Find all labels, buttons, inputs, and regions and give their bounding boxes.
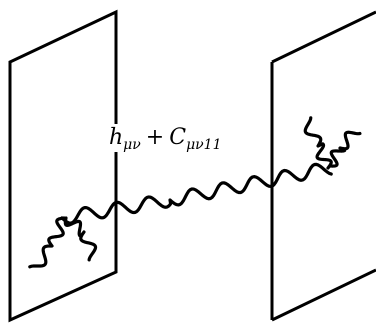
c-symbol: C — [169, 125, 187, 150]
plus-sign: + — [145, 125, 165, 150]
left-brane — [8, 9, 118, 323]
left-brane-string-2 — [63, 216, 98, 262]
right-brane-string-1 — [303, 116, 333, 170]
left-brane-string-1 — [28, 216, 66, 269]
h-subscript: μν — [123, 137, 141, 153]
right-brane-string-2 — [328, 130, 362, 168]
right-brane — [270, 10, 376, 322]
h-symbol: h — [109, 125, 124, 150]
bulk-graviton-wave — [60, 162, 333, 225]
c-subscript: μν11 — [186, 137, 222, 153]
field-label: hμν+Cμν11 — [108, 124, 223, 152]
